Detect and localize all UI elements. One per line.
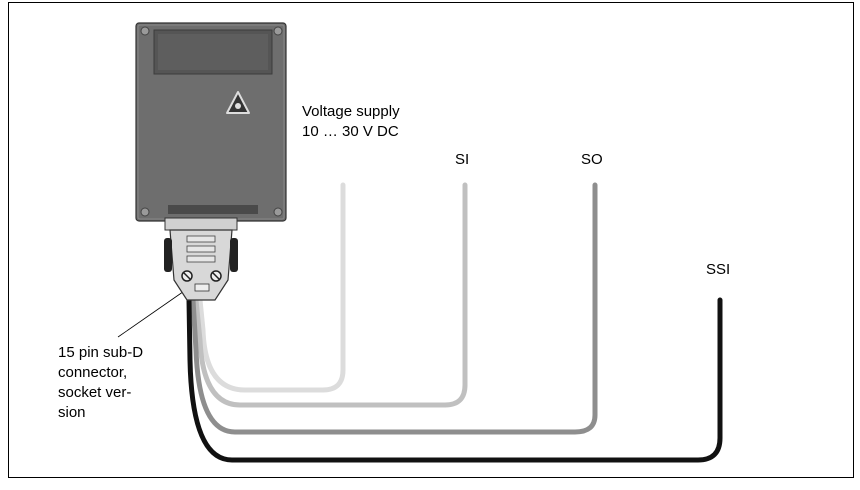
so-label: SO — [581, 151, 603, 168]
cable-voltage-supply — [197, 182, 346, 393]
si-label: SI — [455, 151, 470, 168]
screw-bottom-left — [140, 207, 150, 217]
voltage-supply-label-line1: Voltage supply — [302, 103, 400, 120]
sub-d-connector — [164, 217, 238, 301]
connector-label: 15 pin sub-D connector, socket ver- sion — [58, 344, 144, 421]
cable-ssi — [186, 297, 723, 463]
screw-top-right — [273, 26, 283, 36]
screw-top-left — [140, 26, 150, 36]
laser-warning-icon — [226, 91, 250, 114]
cable-so — [190, 182, 598, 435]
cable-si — [193, 182, 468, 408]
ssi-label: SSI — [706, 261, 731, 278]
screw-bottom-right — [273, 207, 283, 217]
connector-leader-line — [117, 286, 191, 338]
sensor-housing — [135, 22, 287, 222]
voltage-supply-label-line2: 10 … 30 V DC — [302, 123, 399, 140]
